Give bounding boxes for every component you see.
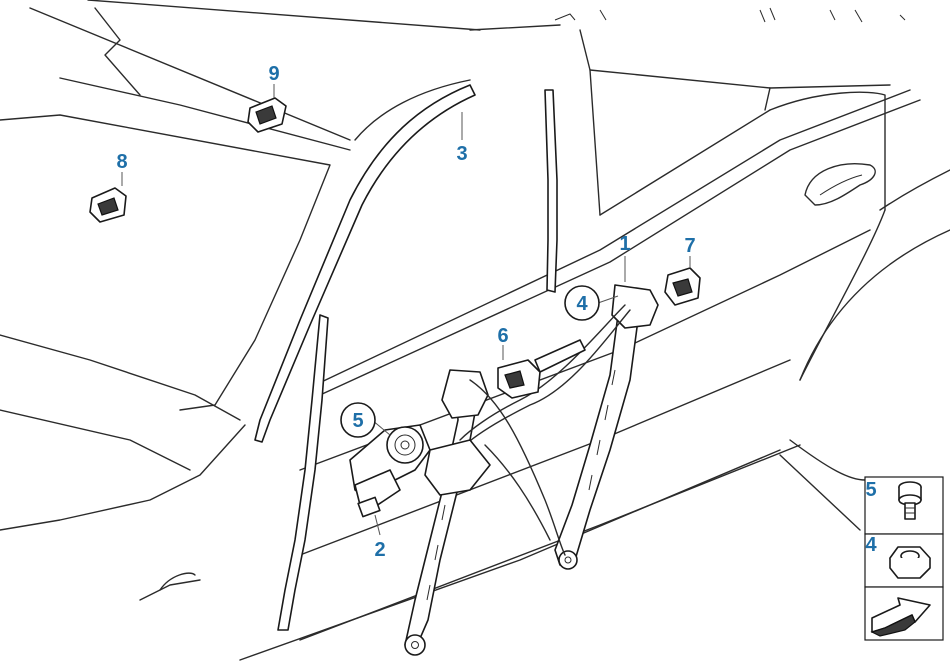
legend-label-5: 5 [865, 479, 876, 501]
parts-legend: 5 4 [864, 476, 944, 641]
callout-2: 2 [374, 539, 385, 561]
clip-8 [89, 187, 127, 223]
window-regulator [404, 284, 659, 656]
callout-5-ring [340, 402, 376, 438]
callout-6: 6 [497, 325, 508, 347]
callout-4-ring [564, 285, 600, 321]
callout-3: 3 [456, 143, 467, 165]
callout-7: 7 [684, 235, 695, 257]
callout-1: 1 [619, 233, 630, 255]
leader-lines [121, 84, 691, 536]
window-channel-seal [254, 84, 558, 631]
clip-9 [247, 97, 287, 133]
arrow-icon [870, 597, 931, 637]
hex-nut-icon [889, 546, 931, 579]
callout-5: 5 [352, 410, 363, 432]
clip-6 [497, 359, 541, 399]
callout-4: 4 [576, 293, 588, 315]
legend-label-4: 4 [865, 534, 877, 556]
callout-9: 9 [268, 63, 279, 85]
bolt-icon [898, 481, 922, 520]
callout-8: 8 [116, 151, 127, 173]
window-motor [349, 424, 431, 518]
clip-7 [664, 267, 701, 306]
